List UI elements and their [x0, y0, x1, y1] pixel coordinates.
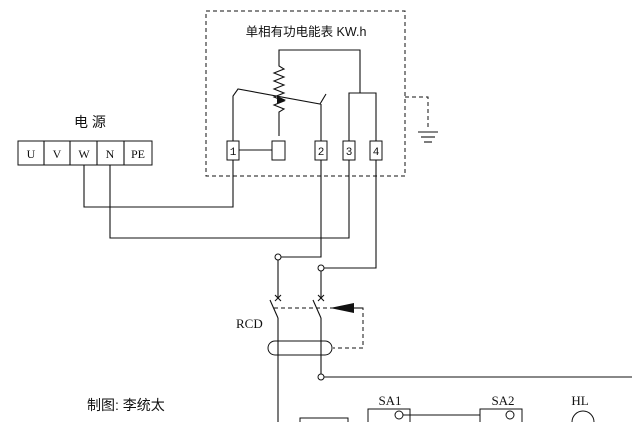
meter-top-wire — [278, 49, 361, 93]
source-terminal-w: W — [78, 147, 90, 161]
lamp-label: HL — [571, 393, 588, 408]
ground-icon — [405, 96, 438, 143]
author-label: 制图: 李统太 — [87, 397, 165, 413]
power-source: 电 源 U V W N PE — [17, 114, 153, 166]
lamp-hl: HL — [571, 393, 595, 422]
meter-terminal-block — [348, 92, 377, 141]
meter-enclosure: 单相有功电能表 KW.h 1 2 3 4 — [205, 10, 406, 177]
meter-coil-arrow — [277, 96, 286, 104]
rcd-label: RCD — [236, 316, 263, 331]
meter-title: 单相有功电能表 KW.h — [246, 25, 367, 39]
source-terminal-v: V — [53, 147, 62, 161]
meter-terminal-2: 2 — [314, 140, 328, 161]
wire-terminal-4-down — [321, 160, 377, 269]
switch-sa1-label: SA1 — [378, 393, 401, 408]
power-source-title: 电 源 — [74, 114, 106, 130]
svg-text:1: 1 — [230, 147, 237, 159]
meter-terminal-3: 3 — [342, 140, 356, 161]
switch-sa2-label: SA2 — [491, 393, 514, 408]
svg-text:2: 2 — [318, 147, 325, 159]
source-terminal-pe: PE — [131, 147, 145, 161]
wire-n-to-terminal-3 — [109, 160, 350, 239]
meter-coil-zigzag — [272, 60, 286, 136]
meter-current-coil — [232, 88, 327, 141]
meter-terminal-4: 4 — [369, 140, 383, 161]
wire-w-to-terminal-1 — [83, 160, 234, 208]
svg-text:4: 4 — [373, 147, 380, 159]
source-terminal-u: U — [27, 147, 36, 161]
wire-terminal-2-down — [278, 160, 322, 258]
rcd-breaker: RCD — [236, 253, 364, 422]
meter-terminal-1: 1 — [226, 140, 240, 161]
switch-sa1: SA1 — [367, 393, 411, 422]
meter-internal-terminal — [271, 140, 286, 161]
svg-text:3: 3 — [346, 147, 353, 159]
source-terminal-n: N — [106, 147, 115, 161]
output-box-left — [299, 417, 349, 422]
switch-sa2: SA2 — [479, 393, 523, 422]
